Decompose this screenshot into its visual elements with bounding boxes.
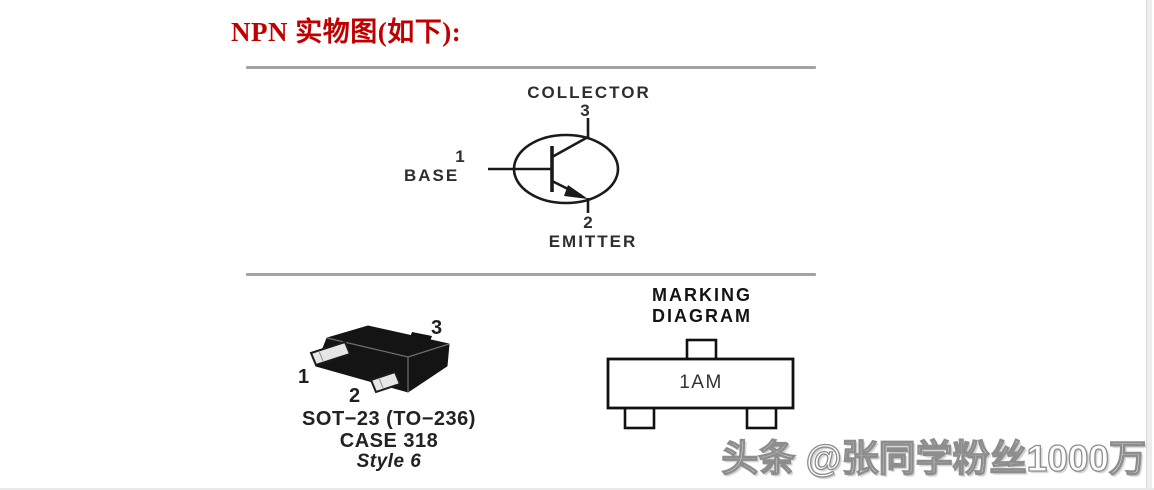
watermark-text: 头条 @张同学粉丝1000万 — [721, 437, 1147, 479]
npn-symbol-drawing — [488, 118, 620, 213]
emitter-pin-number: 2 — [583, 213, 595, 232]
sot23-package-drawing — [309, 325, 450, 394]
collector-pin-number: 3 — [580, 101, 592, 120]
divider-middle — [246, 273, 816, 276]
marking-device-code: 1AM — [679, 372, 723, 393]
base-label: BASE — [404, 166, 460, 185]
package-case-caption: CASE 318 — [339, 430, 439, 452]
package-pin3-number: 3 — [431, 317, 443, 339]
package-pin2-number: 2 — [349, 385, 361, 407]
marking-heading-line2: DIAGRAM — [652, 306, 752, 326]
page-bottom-edge — [0, 488, 1154, 490]
marking-outline-drawing — [606, 338, 795, 430]
page-title: NPN 实物图(如下): — [231, 17, 462, 47]
package-style-caption: Style 6 — [356, 451, 422, 472]
marking-heading-line1: MARKING — [652, 285, 752, 305]
emitter-label: EMITTER — [548, 232, 638, 251]
base-pin-number: 1 — [455, 147, 467, 166]
package-pin1-number: 1 — [298, 366, 310, 388]
divider-top — [246, 66, 816, 69]
collector-label: COLLECTOR — [527, 83, 651, 102]
package-name-caption: SOT−23 (TO−236) — [302, 408, 476, 430]
scrollbar-track[interactable] — [1146, 0, 1152, 490]
